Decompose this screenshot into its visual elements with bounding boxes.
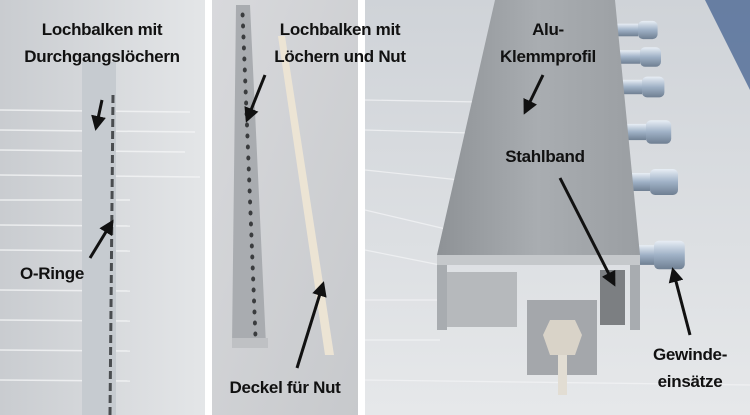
deckel-strip [278,36,334,355]
hole [246,166,251,172]
label-alu-line2: Klemmprofil [500,47,596,66]
hole [249,232,254,238]
hole [249,243,254,249]
arrow-alu [523,74,545,115]
label-gewinde-line2: einsätze [657,372,723,391]
hole [245,122,249,128]
hole [250,254,255,260]
hole [240,12,245,18]
hole [247,177,252,183]
hole [248,210,253,216]
hole [247,188,252,194]
hole [250,265,255,271]
arrow-stahlband [558,177,616,287]
label-nut-line1: Lochbalken mit [279,20,401,39]
arrow-deckel [295,281,327,369]
hole [241,34,246,40]
hole [252,298,257,304]
hole [243,78,248,84]
label-stahlband: Stahlband [505,147,585,166]
label-nut-line2: Löchern und Nut [274,47,406,66]
arrow-o-ringe [88,219,114,259]
hole [252,320,257,326]
label-alu-line1: Alu- [532,20,564,39]
hole [248,221,253,227]
label-deckel: Deckel für Nut [229,378,341,397]
hole [246,155,251,161]
lochbalken-nut-bar [232,5,266,345]
hole [242,56,247,62]
hole [245,144,250,150]
o-rings [108,94,115,415]
arrows [88,74,692,369]
hole [251,287,256,293]
hole [244,100,249,106]
hole [245,133,250,139]
hole [252,309,257,315]
arrow-lochbalken-nut [244,74,267,123]
panel-durchgangsloecher [0,0,205,415]
panel-klemmprofil [364,0,750,415]
panel-nut [212,0,358,415]
hole [253,331,258,337]
hole [248,199,253,205]
arrow-gewinde [668,267,692,336]
hole [243,89,248,95]
hole [241,23,246,29]
alu-klemmprofil [437,0,640,255]
label-lochbalken-line2: Durchgangslöchern [24,47,180,66]
hole [251,276,256,282]
hole [241,45,246,51]
label-lochbalken-line1: Lochbalken mit [41,20,163,39]
arrow-lochbalken [91,99,106,131]
hole [242,67,247,73]
label-gewinde-line1: Gewinde- [652,345,728,364]
label-o-ringe: O-Ringe [19,264,85,283]
